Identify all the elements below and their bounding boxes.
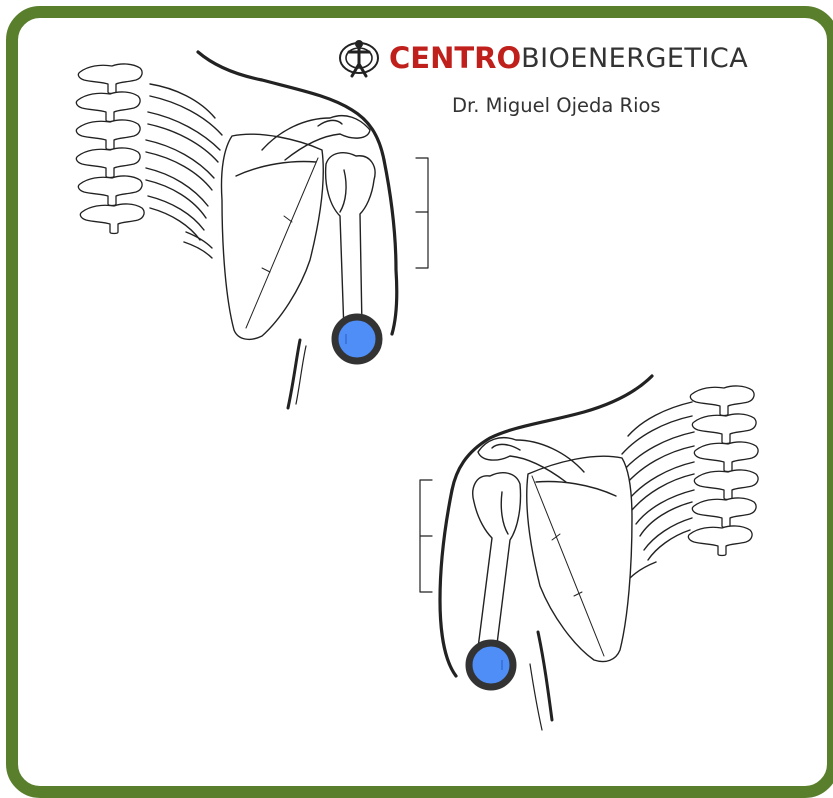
ribs-right <box>622 402 694 578</box>
human-figure-logo-icon <box>337 36 381 80</box>
doctor-name: Dr. Miguel Ojeda Rios <box>452 94 661 117</box>
brand-name-bold: CENTRO <box>389 41 521 75</box>
elbow-marker-right <box>469 643 513 687</box>
ribs-left <box>146 84 222 258</box>
spine-right <box>688 386 758 556</box>
humerus-right <box>473 473 521 652</box>
humerus-left <box>326 153 375 332</box>
brand-name-light: BIOENERGETICA <box>521 43 748 74</box>
scapula-right <box>527 456 632 661</box>
measure-bracket-right <box>420 480 432 592</box>
measure-bracket-left <box>416 158 428 268</box>
elbow-marker-left <box>335 317 379 361</box>
spine-left <box>76 64 144 234</box>
